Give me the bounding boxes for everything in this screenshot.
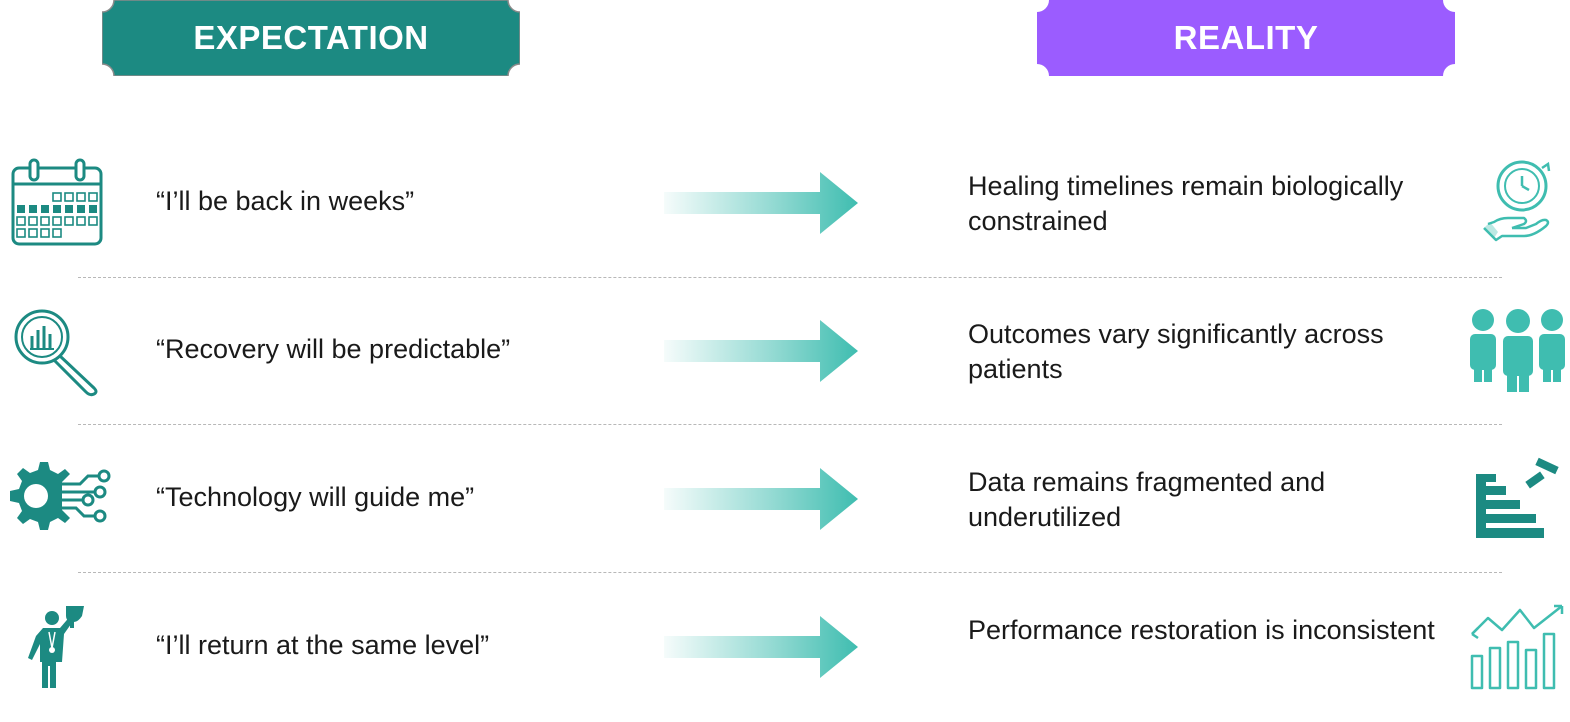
row-divider [78,572,1502,573]
reality-banner-shape [1037,0,1455,76]
fluctuating-chart-icon [1470,604,1564,690]
clock-in-hand-icon [1483,160,1551,242]
calendar-icon [11,158,103,246]
expectation-text: “Technology will guide me” [156,482,475,512]
row-divider [78,277,1502,278]
expectation-banner-shape [102,0,520,76]
comparison-row-1: “I’ll be back in weeks” Healing timeline… [0,128,1570,276]
arrow-right-icon [664,320,858,382]
athlete-trophy-icon [28,606,84,688]
row-divider [78,424,1502,425]
arrow-right-icon [664,616,858,678]
reality-text: Performance restoration is inconsistent [968,615,1435,645]
reality-header-label: REALITY [1173,19,1319,56]
reality-text: Outcomes vary significantly across patie… [968,319,1384,384]
people-group-icon [1470,309,1565,392]
reality-text: Healing timelines remain biologically co… [968,171,1404,236]
broken-blocks-icon [1476,457,1559,538]
comparison-row-2: “Recovery will be predictable” Outcomes … [0,276,1570,424]
arrow-right-icon [664,468,858,530]
reality-header: REALITY [1037,0,1455,76]
gear-circuit-icon [10,462,111,530]
expectation-text: “I’ll return at the same level” [156,630,490,660]
expectation-header-label: EXPECTATION [193,19,429,56]
arrow-right-icon [664,172,858,234]
expectation-text: “I’ll be back in weeks” [156,186,415,216]
expectation-text: “Recovery will be predictable” [156,334,511,364]
magnifier-chart-icon [14,309,98,397]
comparison-row-3: “Technology will guide me” Data remains … [0,424,1570,572]
comparison-row-4: “I’ll return at the same level” Performa… [0,572,1570,720]
reality-text: Data remains fragmented and underutilize… [968,467,1326,532]
expectation-header: EXPECTATION [102,0,520,76]
